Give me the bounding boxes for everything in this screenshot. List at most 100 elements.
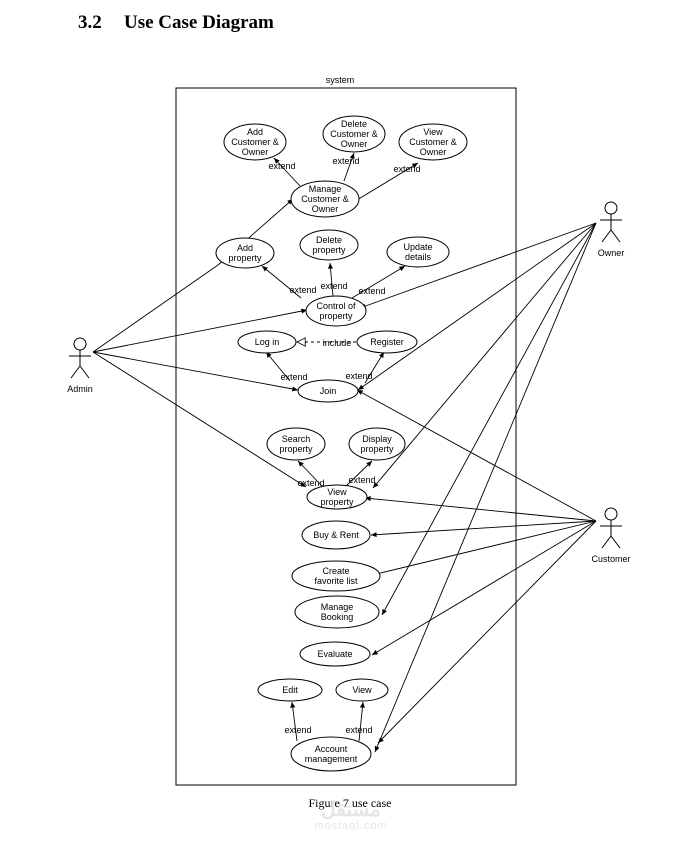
use-case-label: Manage (321, 602, 354, 612)
use-case-label: Customer & (409, 137, 457, 147)
use-case-label: Search (282, 434, 311, 444)
customer-associations (356, 389, 597, 744)
use-case-label: property (312, 245, 346, 255)
actor-head (604, 201, 618, 215)
extend-label: extend (320, 281, 347, 291)
use-case-ellipse (335, 678, 389, 702)
use-case-label: Add (247, 127, 263, 137)
use-case-label: favorite list (314, 576, 358, 586)
use-case-label: Display (362, 434, 392, 444)
use-case-label: View (423, 127, 443, 137)
use-case-ellipse (266, 427, 326, 461)
actor-leg-right (610, 229, 621, 243)
extend-label: extend (345, 371, 372, 381)
actor-leg-left (70, 365, 81, 379)
actor-leg-left (601, 535, 612, 549)
use-case-label: property (360, 444, 394, 454)
use-case-label: Customer & (330, 129, 378, 139)
actor-customer: Customer (591, 507, 631, 564)
watermark-latin: mostaql.com (314, 820, 388, 832)
use-case-label: Delete (316, 235, 342, 245)
actor-leg-right (610, 535, 621, 549)
use-case-label: Update (403, 242, 432, 252)
use-case-label: View (327, 487, 347, 497)
extend-label: extend (280, 372, 307, 382)
owner-associations (357, 222, 597, 753)
use-case-label: Add (237, 243, 253, 253)
use-case-ellipse (223, 123, 287, 161)
use-case-label: Buy & Rent (313, 530, 359, 540)
actor-label: Admin (67, 384, 93, 394)
use-case-label: property (320, 497, 354, 507)
use-case-ellipse (299, 641, 371, 667)
use-case-evaluate: Evaluate (299, 641, 371, 667)
use-case-label: Log in (255, 337, 280, 347)
use-case-ellipse (398, 123, 468, 161)
use-case-label: Evaluate (317, 649, 352, 659)
use-case-view: View (335, 678, 389, 702)
extend-label: extend (268, 161, 295, 171)
extend-label: extend (393, 164, 420, 174)
extend-relations (261, 152, 419, 742)
use-case-label: Register (370, 337, 404, 347)
use-case-label: Owner (242, 147, 269, 157)
use-case-ellipse (297, 379, 359, 403)
system-label: system (326, 75, 355, 85)
use-case-ellipse (306, 484, 368, 510)
use-case-buy-rent: Buy & Rent (301, 520, 371, 550)
watermark-logo: مستقل mostaql.com (306, 800, 396, 832)
use-case-label: Customer & (301, 194, 349, 204)
extend-label: extend (289, 285, 316, 295)
use-case-label: Control of (316, 301, 356, 311)
use-case-label: Booking (321, 612, 354, 622)
use-case-ellipse (291, 560, 381, 592)
extend-label: extend (348, 475, 375, 485)
extend-label: extend (297, 478, 324, 488)
include-label: include (323, 338, 352, 348)
use-case-label: Edit (282, 685, 298, 695)
use-case-label: Owner (341, 139, 368, 149)
actor-leg-left (601, 229, 612, 243)
use-case-label: Owner (312, 204, 339, 214)
section-title: Use Case Diagram (124, 12, 274, 33)
use-case-ellipse (322, 115, 386, 153)
use-case-ellipse (299, 229, 359, 261)
section-number: 3.2 (78, 12, 102, 33)
use-case-label: property (319, 311, 353, 321)
relation-labels: extend extend extend extend extend extend exte… (268, 156, 420, 735)
use-case-label: property (279, 444, 313, 454)
use-case-ellipse (356, 330, 418, 354)
extend-label: extend (358, 286, 385, 296)
watermark-arabic: مستقل (321, 799, 381, 821)
use-case-label: Manage (309, 184, 342, 194)
use-case-ellipse (386, 236, 450, 268)
system-boundary (175, 87, 517, 786)
admin-associations (92, 198, 308, 488)
figure-caption: Figure 7 use case (308, 796, 392, 810)
actor-label: Customer (591, 554, 630, 564)
use-case-label: View (352, 685, 372, 695)
use-case-label: Account (315, 744, 348, 754)
actor-owner: Owner (598, 201, 625, 258)
use-case-ellipse (215, 237, 275, 269)
use-case-label: details (405, 252, 432, 262)
actor-head (73, 337, 87, 351)
actor-label: Owner (598, 248, 625, 258)
use-case-ellipse (301, 520, 371, 550)
use-case-edit: Edit (257, 678, 323, 702)
use-case-label: Customer & (231, 137, 279, 147)
